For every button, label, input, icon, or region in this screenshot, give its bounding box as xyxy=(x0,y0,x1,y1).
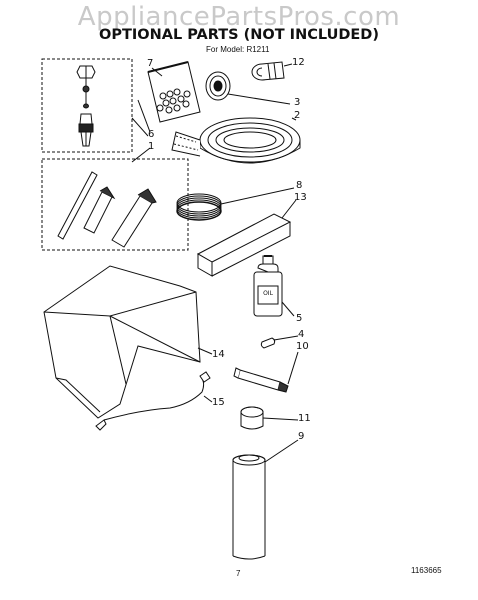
callout-1: 1 xyxy=(148,141,155,152)
callout-14: 14 xyxy=(212,349,225,360)
callout-7: 7 xyxy=(147,58,154,69)
callout-6: 6 xyxy=(148,129,155,140)
callout-11: 11 xyxy=(298,413,311,424)
unit-cover xyxy=(43,265,201,419)
oil-bottle xyxy=(253,255,283,317)
callout-5: 5 xyxy=(296,313,303,324)
callout-10: 10 xyxy=(296,341,309,352)
capsule xyxy=(260,337,276,349)
drawstring xyxy=(95,371,211,431)
callout-8: 8 xyxy=(296,180,303,191)
model-label: For Model: R1211 xyxy=(206,45,270,54)
watermark-text: AppliancePartsPros.com xyxy=(77,2,401,32)
callout-12: 12 xyxy=(292,57,305,68)
oil-label: OIL xyxy=(263,290,273,297)
page-title: OPTIONAL PARTS (NOT INCLUDED) xyxy=(99,27,379,43)
valve-kit-box xyxy=(41,58,133,153)
callout-2: 2 xyxy=(294,110,301,121)
tape-roll xyxy=(251,61,285,81)
callout-13: 13 xyxy=(294,192,307,203)
coiled-tube xyxy=(176,193,222,221)
callout-3: 3 xyxy=(294,97,301,108)
strip-roll xyxy=(205,71,231,101)
callout-9: 9 xyxy=(298,431,305,442)
foam-block xyxy=(196,213,292,277)
callout-15: 15 xyxy=(212,397,225,408)
parts-bag xyxy=(147,61,201,123)
brazing-kit-box xyxy=(41,158,189,251)
compound-tube xyxy=(233,367,289,393)
document-code: 1163665 xyxy=(411,566,442,575)
spray-can xyxy=(232,454,266,560)
insulation-coil xyxy=(171,117,301,164)
page-number: 7 xyxy=(236,569,241,578)
callout-4: 4 xyxy=(298,329,305,340)
small-tin xyxy=(240,406,264,430)
